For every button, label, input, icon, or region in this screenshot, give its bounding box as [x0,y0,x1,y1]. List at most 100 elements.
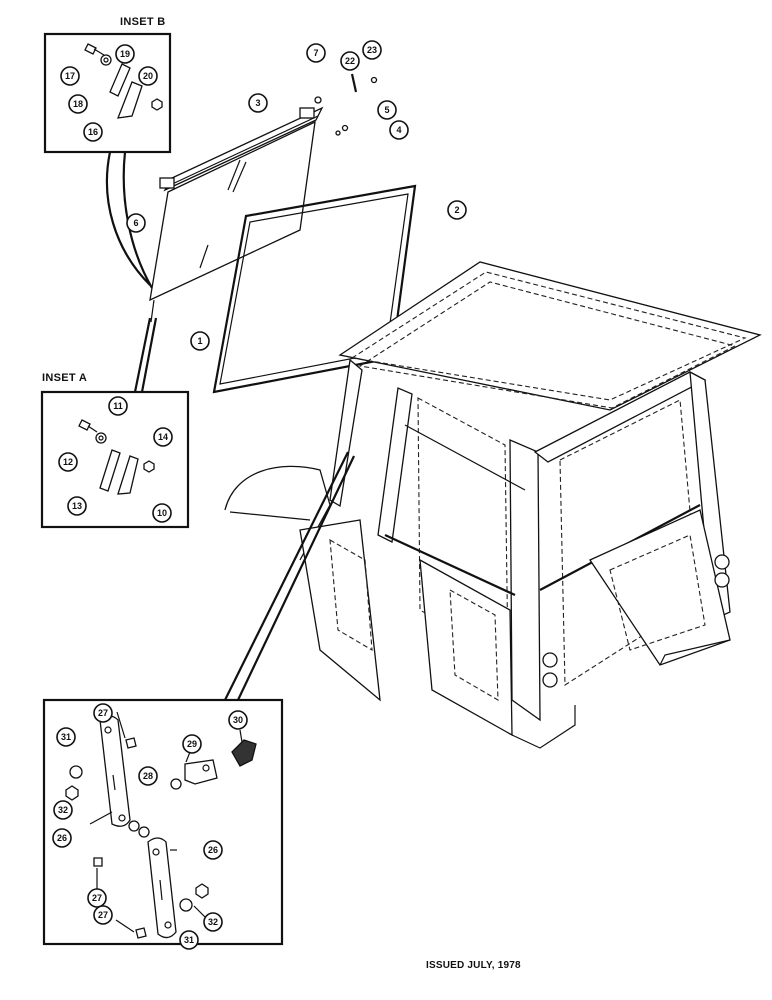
callout-12: 12 [58,452,78,472]
inset-b-label: INSET B [120,16,166,28]
callout-19: 19 [115,44,135,64]
svg-text:31: 31 [184,935,194,945]
callout-27-top: 27 [93,703,113,723]
issued-date: ISSUED JULY, 1978 [426,960,521,971]
front-post [377,387,413,543]
spacer-washer-c [170,778,182,790]
inset-b-box [43,32,172,289]
callout-22: 22 [340,51,360,71]
callout-32-left: 32 [53,800,73,820]
callout-6: 6 [126,213,146,233]
callout-1: 1 [190,331,210,351]
callout-28: 28 [138,766,158,786]
svg-text:32: 32 [208,917,218,927]
callout-31-left: 31 [56,727,76,747]
svg-text:18: 18 [73,99,83,109]
latch-bolt-bottom [135,927,147,939]
window-glass-assembly [149,73,417,394]
hinge-pin [350,73,358,93]
svg-text:16: 16 [88,127,98,137]
callout-32-right: 32 [203,912,223,932]
inset-b-plate [109,63,131,97]
callout-4: 4 [389,120,409,140]
latch-strap-right [147,837,177,939]
svg-text:1: 1 [197,336,202,346]
svg-text:23: 23 [367,45,377,55]
window-seal [212,184,417,394]
svg-text:28: 28 [143,771,153,781]
svg-text:4: 4 [396,125,401,135]
callout-13: 13 [67,496,87,516]
inset-a-plate [99,449,121,492]
svg-text:14: 14 [158,432,168,442]
svg-text:11: 11 [113,401,123,411]
cab-frame [224,261,762,749]
svg-text:26: 26 [57,833,67,843]
latch-nut-right [195,883,209,899]
callout-2: 2 [447,200,467,220]
svg-text:6: 6 [133,218,138,228]
latch-strap-left [99,715,131,827]
svg-text:27: 27 [92,893,102,903]
callout-17: 17 [60,66,80,86]
svg-text:19: 19 [120,49,130,59]
inset-b-washer [100,54,112,66]
callout-7: 7 [306,43,326,63]
callout-26-left: 26 [52,828,72,848]
svg-text:29: 29 [187,739,197,749]
svg-text:17: 17 [65,71,75,81]
inset-a-nut [143,460,155,473]
callout-23: 23 [362,40,382,60]
svg-text:30: 30 [233,715,243,725]
latch-inset-box [42,451,355,946]
svg-text:22: 22 [345,56,355,66]
callout-14: 14 [153,427,173,447]
latch-bolt-top [125,737,137,749]
svg-text:10: 10 [157,508,167,518]
inset-a-washer [95,432,107,444]
latch-bracket [184,759,218,785]
latch-washer-right [179,898,193,912]
latch-washer-left [69,765,83,779]
svg-text:27: 27 [98,708,108,718]
callout-27-mid: 27 [87,888,107,908]
callout-3: 3 [248,93,268,113]
spacer-washer-b [138,826,150,838]
callout-11: 11 [108,396,128,416]
callout-16: 16 [83,122,103,142]
inset-a-bracket [117,455,139,495]
callout-5: 5 [377,100,397,120]
callout-29: 29 [182,734,202,754]
svg-text:13: 13 [72,501,82,511]
inset-a-label: INSET A [42,372,88,384]
svg-text:32: 32 [58,805,68,815]
callout-30: 30 [228,710,248,730]
latch-nut-left [65,785,79,801]
latch-knob [231,739,257,767]
inset-a-bolt [78,419,98,433]
svg-text:27: 27 [98,910,108,920]
callout-18: 18 [68,94,88,114]
spacer-washer-a [128,820,140,832]
inset-b-bolt [84,43,105,56]
rear-corner-post [509,439,541,722]
svg-text:12: 12 [63,457,73,467]
inset-b-bracket [116,81,143,119]
svg-text:2: 2 [454,205,459,215]
latch-bolt-left [93,857,103,867]
svg-text:31: 31 [61,732,71,742]
callout-20: 20 [138,66,158,86]
svg-text:26: 26 [208,845,218,855]
inset-a-box [40,317,190,529]
glass-pane [149,120,316,302]
svg-text:3: 3 [255,98,260,108]
callout-26-right: 26 [203,840,223,860]
callout-27-bottom: 27 [93,905,113,925]
svg-text:5: 5 [384,105,389,115]
callout-31-right: 31 [179,930,199,950]
callout-10: 10 [152,503,172,523]
inset-b-nut [151,98,163,111]
svg-text:7: 7 [313,48,318,58]
svg-text:20: 20 [143,71,153,81]
